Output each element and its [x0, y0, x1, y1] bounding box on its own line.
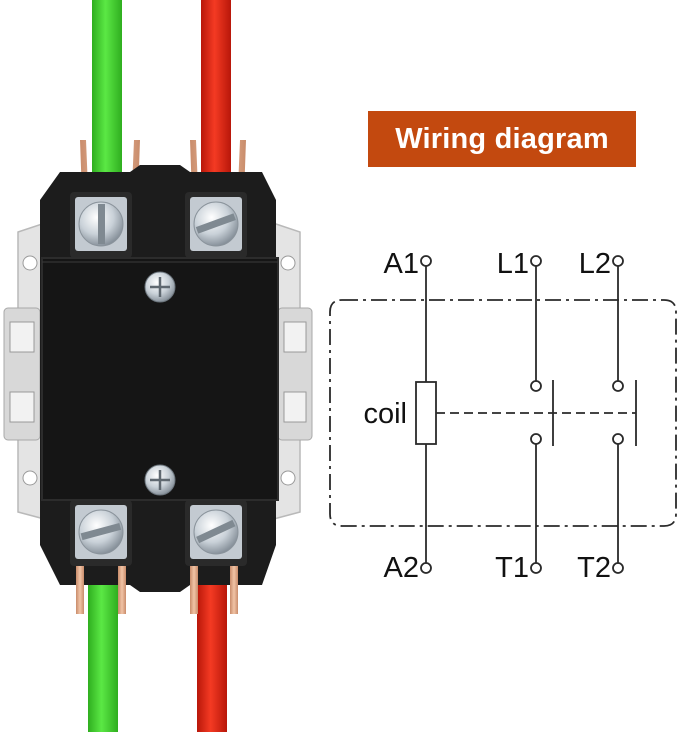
screw-icon: [144, 271, 176, 303]
screw-icon: [190, 505, 242, 559]
red-wire-bottom: [197, 578, 227, 732]
coil-symbol: [415, 381, 437, 445]
contact-t2-open: [612, 433, 624, 445]
terminal-t1: [530, 562, 542, 574]
contact-l1-open: [530, 380, 542, 392]
terminal-a2: [420, 562, 432, 574]
contact-t1-open: [530, 433, 542, 445]
label-t2: T2: [577, 552, 611, 584]
green-wire-top: [92, 0, 122, 175]
screw-icon: [144, 464, 176, 496]
diagram-title: Wiring diagram: [395, 122, 609, 155]
label-l2: L2: [579, 248, 611, 280]
terminal-l1: [530, 255, 542, 267]
label-l1: L1: [497, 248, 529, 280]
screw-icon: [75, 505, 127, 559]
contact-l2-open: [612, 380, 624, 392]
title-banner: Wiring diagram: [368, 111, 636, 167]
enclosure-outline: [329, 299, 677, 527]
terminal-a1: [420, 255, 432, 267]
label-t1: T1: [495, 552, 529, 584]
wiring-schematic: [329, 266, 677, 563]
green-wire-bottom: [88, 578, 118, 732]
label-a1: A1: [384, 248, 419, 280]
label-a2: A2: [384, 552, 419, 584]
screw-icon: [75, 197, 127, 251]
terminal-t2: [612, 562, 624, 574]
terminal-l2: [612, 255, 624, 267]
label-coil: coil: [363, 398, 407, 430]
red-wire-top: [201, 0, 231, 175]
screw-icon: [190, 197, 242, 251]
